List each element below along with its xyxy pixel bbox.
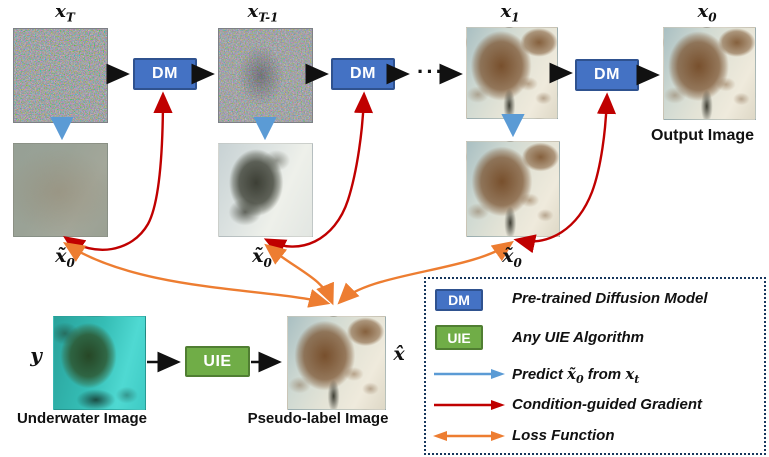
legend-box: DM Pre-trained Diffusion Model UIE Any U… bbox=[424, 277, 766, 455]
legend-uie-text: Any UIE Algorithm bbox=[512, 329, 644, 346]
dm-box-1: DM bbox=[133, 58, 197, 90]
label-x-hat: x̂ bbox=[393, 343, 405, 365]
legend-uie-swatch-label: UIE bbox=[447, 329, 471, 346]
legend-dm-swatch-label: DM bbox=[448, 292, 470, 308]
image-pseudo-label bbox=[287, 316, 386, 410]
legend-orange-double-arrow-icon bbox=[433, 431, 505, 441]
caption-underwater-image: Underwater Image bbox=[16, 410, 148, 427]
label-x-0: x0 bbox=[697, 1, 717, 25]
legend-red-text: Condition-guided Gradient bbox=[512, 396, 702, 413]
dm-box-3: DM bbox=[575, 59, 639, 91]
legend-dm-text: Pre-trained Diffusion Model bbox=[512, 290, 708, 307]
image-x-tilde0-step-T-1 bbox=[218, 143, 313, 237]
image-x-1 bbox=[466, 27, 558, 119]
label-x-tilde0-1: x̃0 bbox=[55, 245, 75, 270]
caption-output-image: Output Image bbox=[650, 127, 755, 144]
legend-predict-text: Predict x̃0 from xt bbox=[512, 365, 640, 386]
image-x-T-1-noise bbox=[218, 28, 313, 123]
legend-orange-text: Loss Function bbox=[512, 427, 615, 444]
label-x-tilde0-3: x̃0 bbox=[502, 245, 522, 270]
image-x-tilde0-step-T bbox=[13, 143, 108, 237]
label-x-T: xT bbox=[55, 1, 75, 25]
noise-texture bbox=[14, 29, 107, 122]
dm-box-1-label: DM bbox=[152, 65, 178, 82]
dm-box-2-label: DM bbox=[350, 65, 376, 82]
dm-box-3-label: DM bbox=[594, 66, 620, 83]
dm-box-2: DM bbox=[331, 58, 395, 90]
label-x-1: x1 bbox=[500, 1, 520, 25]
faint-structure-overlay bbox=[219, 29, 312, 122]
ellipsis-dots: ··· bbox=[417, 59, 445, 84]
image-x-tilde0-step-1 bbox=[466, 141, 560, 237]
legend-blue-arrow-icon bbox=[434, 369, 505, 379]
label-y: y bbox=[30, 343, 42, 367]
legend-dm-swatch: DM bbox=[435, 289, 483, 311]
uie-box-label: UIE bbox=[203, 352, 232, 370]
label-x-tilde0-2: x̃0 bbox=[252, 245, 272, 270]
image-x-0-output bbox=[663, 27, 756, 120]
caption-pseudo-label-image: Pseudo-label Image bbox=[247, 410, 389, 427]
legend-uie-swatch: UIE bbox=[435, 325, 483, 350]
label-x-T-1: xT-1 bbox=[247, 1, 279, 25]
legend-red-arrow-icon bbox=[434, 400, 505, 410]
image-x-T-noise bbox=[13, 28, 108, 123]
uie-box: UIE bbox=[185, 346, 250, 377]
image-underwater-y bbox=[53, 316, 146, 410]
